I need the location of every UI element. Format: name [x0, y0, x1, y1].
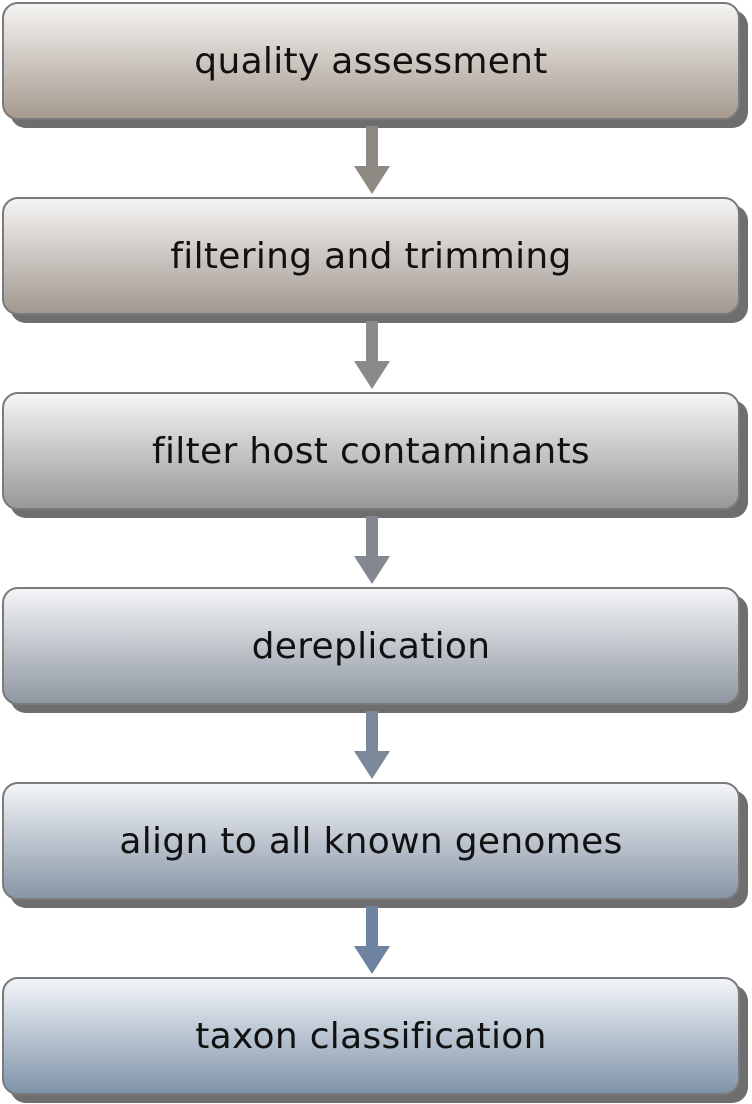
step-filter-host-contaminants: filter host contaminants — [2, 392, 748, 518]
step-quality-assessment: quality assessment — [2, 2, 748, 128]
arrow-down-icon — [354, 321, 390, 389]
arrow-down-icon — [354, 516, 390, 584]
arrow-shaft — [366, 906, 378, 952]
step-box: align to all known genomes — [2, 782, 740, 900]
step-box: taxon classification — [2, 977, 740, 1095]
arrow-head — [354, 556, 390, 584]
step-label: filter host contaminants — [152, 430, 590, 472]
arrow-down-icon — [354, 906, 390, 974]
arrow-shaft — [366, 126, 378, 172]
arrow-down-icon — [354, 126, 390, 194]
arrow-head — [354, 361, 390, 389]
step-label: quality assessment — [194, 40, 548, 82]
step-box: quality assessment — [2, 2, 740, 120]
step-box: filtering and trimming — [2, 197, 740, 315]
step-label: dereplication — [251, 625, 491, 667]
step-box: filter host contaminants — [2, 392, 740, 510]
arrow-head — [354, 751, 390, 779]
step-label: taxon classification — [195, 1015, 547, 1057]
arrow-head — [354, 166, 390, 194]
step-filtering-and-trimming: filtering and trimming — [2, 197, 748, 323]
arrow-shaft — [366, 321, 378, 367]
step-dereplication: dereplication — [2, 587, 748, 713]
step-box: dereplication — [2, 587, 740, 705]
step-taxon-classification: taxon classification — [2, 977, 748, 1103]
step-align-to-all-known-genomes: align to all known genomes — [2, 782, 748, 908]
arrow-shaft — [366, 516, 378, 562]
step-label: align to all known genomes — [119, 820, 623, 862]
step-label: filtering and trimming — [170, 235, 572, 277]
arrow-shaft — [366, 711, 378, 757]
arrow-head — [354, 946, 390, 974]
arrow-down-icon — [354, 711, 390, 779]
